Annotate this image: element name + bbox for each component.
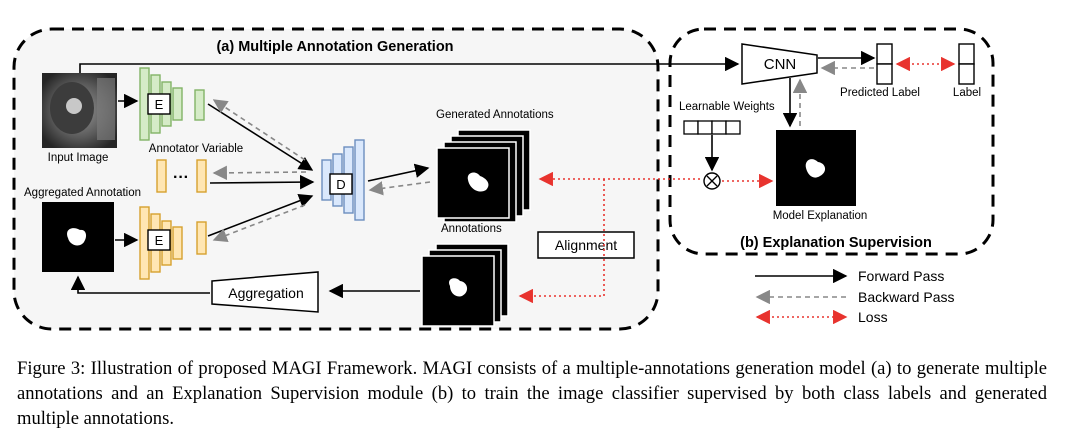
annotator-dots: ··· [173,169,189,186]
forward-arrow-mid-to-decoder [209,174,315,190]
annotations-label: Annotations [441,223,502,235]
annotator-variable-mid-1 [156,159,167,193]
forward-arrow-decoder-to-annotations [367,163,430,182]
cnn-label: CNN [764,56,797,73]
input-image-label: Input Image [48,152,109,164]
generated-annotations-stack [436,129,531,223]
legend-loss-label: Loss [858,309,888,325]
backward-arrow-decoder-to-bottom [212,204,306,243]
learnable-weights-vector [683,120,741,135]
cnn-block [741,43,818,85]
encoder-top-box [147,93,171,115]
aggregation-label: Aggregation [228,285,304,301]
ground-truth-label-vector [958,43,975,85]
magi-framework-diagram: (a) Multiple Annotation Generation (b) E… [12,27,995,331]
forward-arrow-aggregation-to-aggregated [70,275,210,294]
loss-line-alignment [518,179,605,304]
annotator-variable-label: Annotator Variable [149,143,243,155]
encoder-top-label: E [155,97,164,112]
model-explanation-label: Model Explanation [773,210,868,222]
backward-arrow-decoder-to-top [212,99,306,161]
predicted-label-vector [876,43,893,85]
alignment-box [537,231,635,259]
learnable-weights-label: Learnable Weights [679,101,775,113]
forward-arrow-input-to-cnn [79,56,740,73]
decoder-box [329,173,353,195]
annotator-variable-mid-2 [196,159,207,193]
label-text: Label [953,87,981,99]
aggregated-annotation-image [42,202,114,272]
generated-annotations-label: Generated Annotations [436,109,554,121]
annotator-variable-top [194,89,205,121]
legend-backward-label: Backward Pass [858,289,954,305]
panel-b-title: (b) Explanation Supervision [740,235,932,251]
panel-a-title: (a) Multiple Annotation Generation [216,39,453,55]
legend: Forward Pass Backward Pass Loss [755,268,954,325]
aligned-annotations-stack [421,243,509,327]
forward-arrow-top-to-decoder [207,103,314,171]
encoder-bottom-box [147,229,171,251]
legend-forward-label: Forward Pass [858,268,944,284]
decoder-label: D [336,177,345,192]
alignment-label: Alignment [555,237,617,253]
backward-arrow-annotations-to-decoder [368,181,431,196]
aggregated-annotation-label: Aggregated Annotation [24,187,141,199]
figure-caption: Figure 3: Illustration of proposed MAGI … [17,358,1047,429]
encoder-bottom-label: E [155,233,164,248]
model-explanation-image [776,130,856,206]
backward-arrow-decoder-to-mid [212,165,307,181]
annotator-variable-bottom [196,221,207,255]
aggregation-box [211,271,319,313]
multiply-cross-b [706,175,718,187]
predicted-label-text: Predicted Label [840,87,920,99]
input-image [42,73,117,148]
